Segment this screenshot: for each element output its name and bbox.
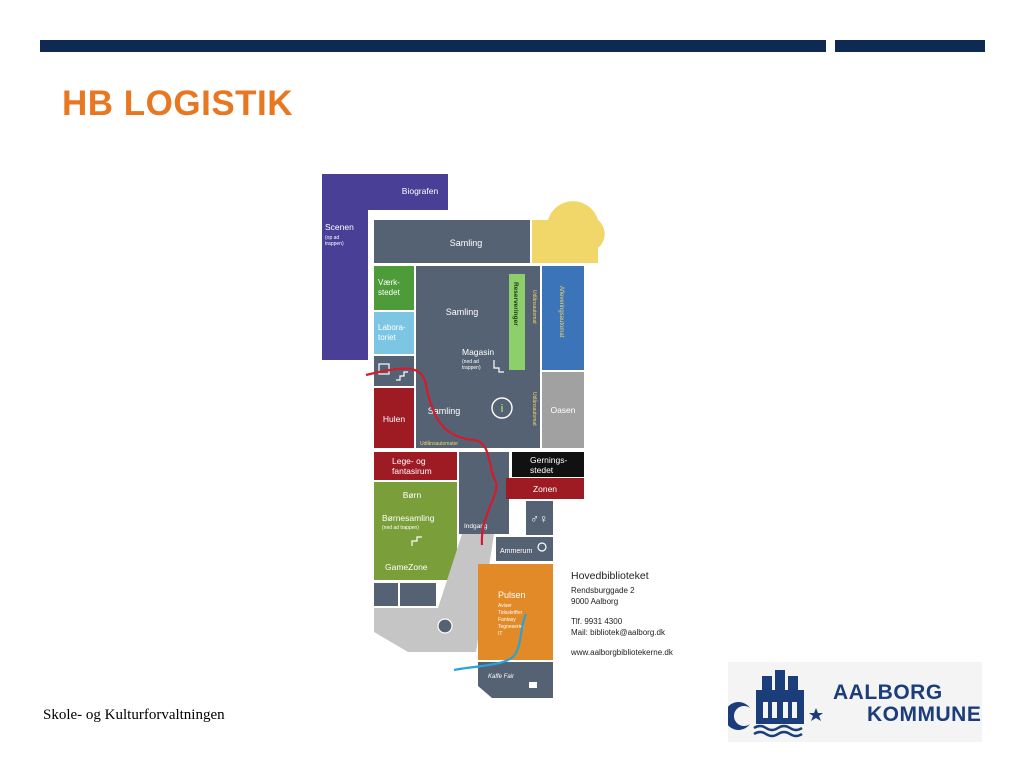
pulsen-item-1: Aviser [498,603,512,609]
compass-icon [437,618,453,634]
boernesamling-note: (ned ad trappen) [382,525,419,531]
vaerkstedet-area [374,266,414,310]
address-city: 9000 Aalborg [571,597,619,606]
udlaan-label-3: Udlånsautomater [420,440,458,447]
toilet-area [526,501,553,535]
baby-icon [537,542,547,552]
magasin-note-1: (ned ad [462,359,479,365]
header-bar-end [835,40,985,52]
toilet-icon: ♂♀ [530,512,548,526]
gerningsstedet-label-2: stedet [530,465,554,475]
lege-area [374,452,457,480]
info-symbol: i [500,403,503,415]
samling-low-label: Samling [428,406,461,416]
pulsen-item-3: Fantasy [498,617,516,623]
gerningsstedet-label-1: Gernings- [530,455,567,465]
city-crest-icon [728,670,823,738]
kaffe-area [478,662,553,698]
udlaan-label-2: Udlånsautomat [531,392,538,426]
pulsen-item-2: Tidsskrifter [498,610,523,616]
boern-label: Børn [403,490,422,500]
library-address: Hovedbiblioteket Rendsburggade 2 9000 Aa… [571,570,673,658]
aalborg-kommune-logo: AALBORG KOMMUNE [728,662,982,742]
hulen-area [374,388,414,448]
boernesamling-label: Børnesamling [382,513,435,523]
scenen-note-1: (op ad [325,235,339,241]
magasin-note-2: trappen) [462,365,481,371]
biografen-label: Biografen [402,186,439,196]
magasin-stairs-icon [493,360,504,373]
lege-label-2: fantasirum [392,466,432,476]
scenen-note-2: trappen) [325,241,344,247]
afleveringsautomat-area [542,266,584,370]
zonen-area [506,478,584,499]
lege-label-1: Lege- og [392,456,426,466]
oasen-label: Oasen [550,405,575,415]
ammerum-area [496,537,553,561]
boern-area [374,482,457,580]
info-icon [491,397,513,419]
scenen-label: Scenen [325,222,354,232]
laboratoriet-label-1: Labora- [378,323,406,332]
address-title: Hovedbiblioteket [571,570,649,582]
samling-top-area [374,220,530,263]
reserveringer-area [509,274,525,370]
gerningsstedet-area [512,452,584,477]
cup-icon [529,682,537,688]
hulen-label: Hulen [383,414,405,424]
samling-top-label: Samling [450,238,483,248]
boern-stairs-icon [411,536,422,546]
ammerum-label: Ammerum [500,548,532,555]
pulsen-area [478,564,553,660]
red-route [365,367,498,546]
pulsen-label: Pulsen [498,590,526,600]
library-floor-map: Biografen Scenen (op ad trappen) Samling… [322,174,605,698]
tile-left [374,583,398,606]
kaffe-label: Kaffe Fair [488,674,515,680]
lounge-area [374,534,494,652]
laboratoriet-label-2: toriet [378,333,397,342]
slide-title: HB LOGISTIK [62,84,294,123]
vaerkstedet-label-2: stedet [378,288,401,297]
pulsen-item-4: Tegneserier [498,624,524,630]
indgang-label: Indgang [464,523,488,530]
magasin-label: Magasin [462,347,494,357]
header-bar [40,40,826,52]
samling-mid-label: Samling [446,307,479,317]
gamezone-label: GameZone [385,562,428,572]
scenen-area [322,174,448,360]
afleveringsautomat-label: Afleveringsautomat [558,286,564,338]
address-mail: Mail: bibliotek@aalborg.dk [571,628,665,637]
footer-org: Skole- og Kulturforvaltningen [43,707,225,723]
address-phone: Tlf. 9931 4300 [571,617,623,626]
address-web: www.aalborgbibliotekerne.dk [571,648,673,657]
tile-right [400,583,436,606]
pulsen-item-5: IT [498,631,502,637]
laboratoriet-area [374,312,414,354]
zonen-label: Zonen [533,484,557,494]
udlaan-label-1: Udlånsautomat [531,290,538,324]
logo-line-2: KOMMUNE [867,703,982,726]
stairs-steps-icon [396,371,408,381]
oasen-area [542,372,584,448]
yellow-area [532,201,605,263]
blue-route [453,613,528,672]
vaerkstedet-label-1: Værk- [378,278,400,287]
address-street: Rendsburggade 2 [571,586,635,595]
logo-line-1: AALBORG [833,681,943,704]
reserveringer-label: Reserveringer [512,282,519,326]
